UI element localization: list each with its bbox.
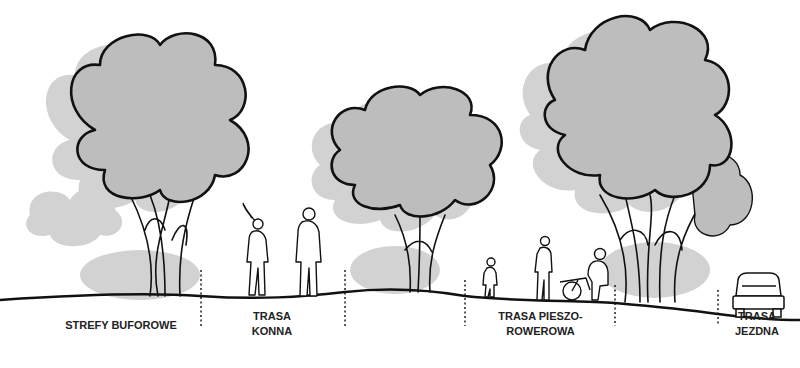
zone-label: TRASA KONNA	[241, 309, 303, 339]
zone-label: TRASA PIESZO-ROWEROWA	[478, 309, 603, 339]
people-silhouettes	[243, 203, 608, 300]
zone-label: STREFY BUFOROWE	[46, 318, 196, 333]
zone-label: TRASA JEZDNA	[724, 309, 790, 339]
tree-crowns	[71, 16, 752, 236]
ground-line	[0, 289, 800, 320]
